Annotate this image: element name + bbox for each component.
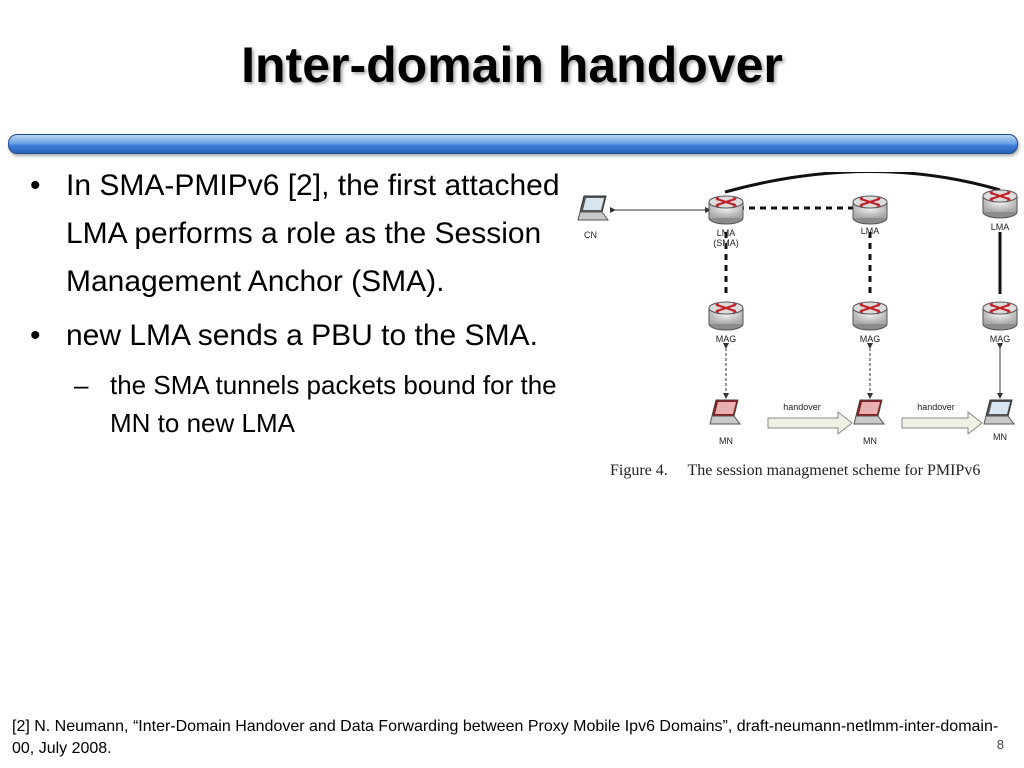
lma-sma-router-icon (708, 195, 744, 225)
bullet-marker: • (30, 169, 41, 202)
session-management-diagram: CN LMA (SMA) LMA LMA MAG MAG MAG MN MN M… (577, 172, 1018, 446)
figure-caption-number: Figure 4. (610, 462, 668, 479)
mag-label: MAG (716, 334, 737, 344)
figure-caption: Figure 4. The session managmenet scheme … (610, 462, 1010, 480)
slide-content: • In SMA-PMIPv6 [2], the first attached … (30, 162, 560, 442)
bullet-item: • new LMA sends a PBU to the SMA. (30, 312, 560, 360)
bullet-text: In SMA-PMIPv6 [2], the first attached LM… (66, 169, 560, 298)
sub-bullet-marker: – (74, 370, 89, 400)
bullet-item: • In SMA-PMIPv6 [2], the first attached … (30, 162, 560, 306)
mn-label: MN (719, 436, 733, 446)
handover-arrow-2 (901, 410, 983, 436)
mag-label: MAG (860, 334, 881, 344)
mn-laptop-icon (853, 399, 885, 425)
lma-label: LMA (991, 222, 1010, 232)
handover-arrow-1 (767, 410, 853, 436)
figure-caption-text: The session managmenet scheme for PMIPv6 (687, 462, 981, 479)
lma-router-icon (982, 189, 1018, 219)
mn-laptop-icon (983, 399, 1015, 425)
mag-label: MAG (990, 334, 1011, 344)
cn-label: CN (584, 230, 597, 240)
mag-router-icon (852, 301, 888, 331)
page-number: 8 (996, 737, 1004, 752)
handover-label: handover (783, 402, 821, 412)
lma-router-icon (852, 195, 888, 225)
handover-label: handover (917, 402, 955, 412)
lma-sma-label: LMA (717, 228, 736, 238)
cn-laptop-icon (577, 195, 609, 221)
title-divider-bar (8, 134, 1018, 154)
bullet-marker: • (30, 319, 41, 352)
mn-label: MN (993, 432, 1007, 442)
mag-router-icon (708, 301, 744, 331)
mn-label: MN (863, 436, 877, 446)
mn-laptop-icon (709, 399, 741, 425)
sub-bullet-text: the SMA tunnels packets bound for the MN… (110, 370, 557, 438)
lma-sma-sub-label: (SMA) (713, 238, 739, 248)
lma-label: LMA (861, 226, 880, 236)
lma-tunnel-curve (724, 172, 1001, 194)
bullet-text: new LMA sends a PBU to the SMA. (66, 319, 538, 352)
footnote: [2] N. Neumann, “Inter-Domain Handover a… (12, 718, 999, 757)
sub-bullet-item: – the SMA tunnels packets bound for the … (30, 366, 560, 442)
mag-router-icon (982, 301, 1018, 331)
slide-title: Inter-domain handover (241, 37, 783, 93)
